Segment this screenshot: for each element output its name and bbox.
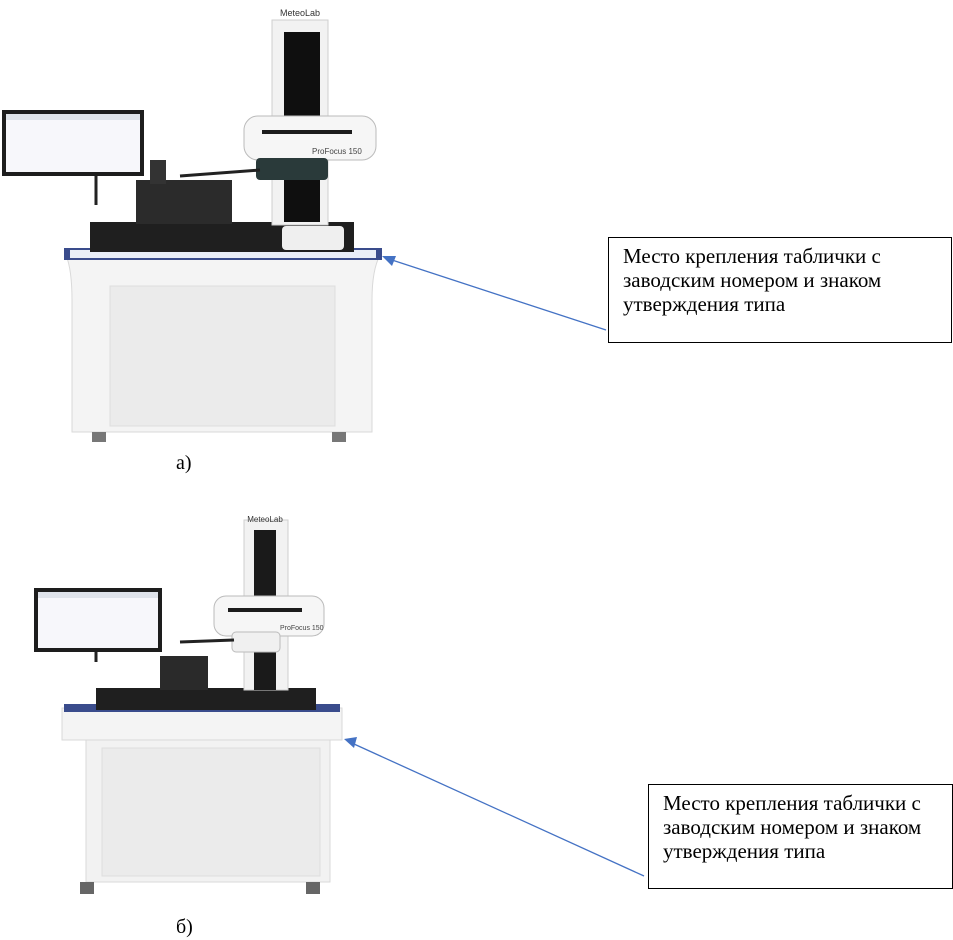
callout-line: заводским номером и знаком	[663, 815, 922, 839]
model-label: ProFocus 150	[312, 147, 362, 156]
figure-caption: а)	[176, 452, 192, 474]
brand-label: MeteoLab	[247, 515, 283, 524]
figure-a: MeteoLab ProFocus 150 Место крепления та…	[2, 8, 952, 474]
brand-label: MeteoLab	[280, 8, 320, 18]
callout-line: утверждения типа	[663, 839, 826, 863]
callout-line: утверждения типа	[623, 292, 786, 316]
callout-line: заводским номером и знаком	[623, 268, 882, 292]
profilometer-photo-b: MeteoLab ProFocus 150	[34, 515, 343, 894]
figure-b: MeteoLab ProFocus 150 Место крепления та…	[0, 480, 953, 940]
callout-line: Место крепления таблички с	[623, 244, 881, 268]
profilometer-photo-a: MeteoLab ProFocus 150	[2, 8, 382, 442]
model-label: ProFocus 150	[280, 625, 324, 632]
callout-line: Место крепления таблички с	[663, 791, 921, 815]
mounting-plate-callout: Место крепления таблички с заводским ном…	[648, 784, 953, 889]
figure-caption: б)	[176, 916, 193, 938]
mounting-plate-callout: Место крепления таблички с заводским ном…	[608, 237, 952, 343]
